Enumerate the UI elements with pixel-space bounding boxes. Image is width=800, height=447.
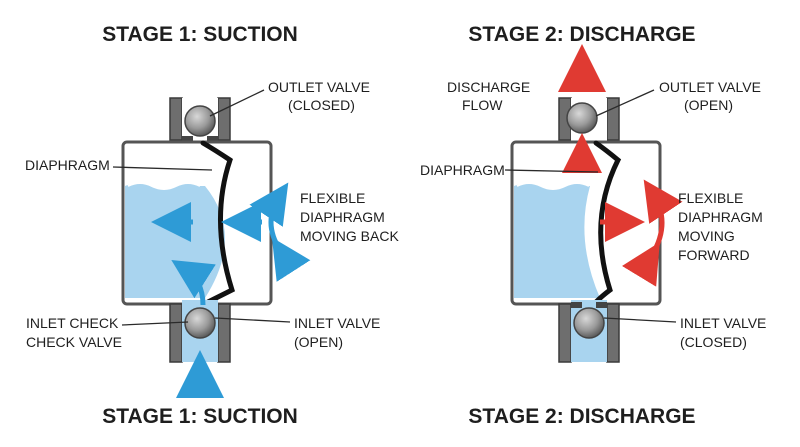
stage2-motion-curved-arrow [621, 179, 683, 287]
stage2-outlet-port-right-wall [606, 97, 620, 141]
stage2-panel: STAGE 2: DISCHARGE DISCHARGE FLOW O [420, 23, 766, 428]
stage1-outlet-valve-ball [184, 105, 216, 137]
stage2-inlet-seat-right [596, 302, 607, 308]
stage1-outlet-label-2: (CLOSED) [288, 97, 355, 113]
stage1-inlet-check-label-1: INLET CHECK [26, 315, 119, 331]
stage2-inlet-valve-leader [603, 317, 677, 323]
stage2-outlet-label-1: OUTLET VALVE [659, 79, 761, 95]
stage1-inlet-valve-label-2: (OPEN) [294, 334, 343, 350]
stage1-liquid-surface [127, 182, 201, 190]
stage2-inlet-valve-ball [573, 307, 605, 339]
stage2-discharge-flow-label-1: DISCHARGE [447, 79, 530, 95]
stage1-title-bottom: STAGE 1: SUCTION [102, 405, 298, 428]
stage2-inlet-port-left-wall [558, 303, 572, 363]
stage2-diaphragm-leader [504, 169, 599, 173]
stage1-inlet-port-right-wall [217, 303, 231, 363]
stage2-motion-label-4: FORWARD [678, 247, 750, 263]
stage2-liquid [514, 183, 600, 298]
stage2-inlet-valve-label-1: INLET VALVE [680, 315, 766, 331]
stage1-diaphragm-label: DIAPHRAGM [25, 157, 110, 173]
stage1-panel: STAGE 1: SUCTION OUTLET VALVE [25, 23, 399, 428]
stage1-title-top: STAGE 1: SUCTION [102, 23, 298, 46]
stage1-outlet-seat-right [207, 136, 218, 142]
stage1-inlet-valve-leader [214, 317, 291, 323]
stage2-inlet-seat-left [571, 302, 582, 308]
stage2-motion-label-2: DIAPHRAGM [678, 209, 763, 225]
stage2-motion-label-3: MOVING [678, 228, 735, 244]
stage1-outlet-leader [209, 89, 265, 117]
stage1-inflow-curved-arrow [171, 259, 216, 306]
stage1-inlet-port-left-wall [169, 303, 183, 363]
stage2-outlet-label-2: (OPEN) [684, 97, 733, 113]
stage1-motion-label-1: FLEXIBLE [300, 190, 365, 206]
stage2-title-bottom: STAGE 2: DISCHARGE [468, 405, 695, 428]
stage1-outlet-port-left-wall [169, 97, 183, 141]
stage1-diaphragm-leader [112, 166, 213, 171]
stage2-inlet-valve-label-2: (CLOSED) [680, 334, 747, 350]
stage1-motion-label-3: MOVING BACK [300, 228, 399, 244]
stage1-outlet-port-right-wall [217, 97, 231, 141]
stage1-inlet-valve-label-1: INLET VALVE [294, 315, 380, 331]
stage1-diaphragm [200, 140, 236, 305]
stage2-motion-label-1: FLEXIBLE [678, 190, 743, 206]
stage1-inlet-check-label-2: CHECK VALVE [26, 334, 122, 350]
stage2-title-top: STAGE 2: DISCHARGE [468, 23, 695, 46]
stage2-diaphragm-label: DIAPHRAGM [420, 162, 505, 178]
stage1-motion-curved-arrow [249, 182, 311, 282]
stage1-liquid [125, 183, 225, 298]
stage2-outlet-valve-ball [566, 102, 598, 134]
stage1-outlet-seat-left [182, 136, 193, 142]
stage2-inlet-port-right-wall [606, 303, 620, 363]
stage1-outlet-label-1: OUTLET VALVE [268, 79, 370, 95]
stage1-motion-label-2: DIAPHRAGM [300, 209, 385, 225]
stage2-discharge-flow-label-2: FLOW [462, 97, 503, 113]
stage2-outlet-leader [595, 89, 655, 117]
stage1-inlet-check-leader [121, 321, 189, 326]
stage1-inlet-valve-ball [184, 307, 216, 339]
stage2-liquid-surface [516, 182, 590, 190]
